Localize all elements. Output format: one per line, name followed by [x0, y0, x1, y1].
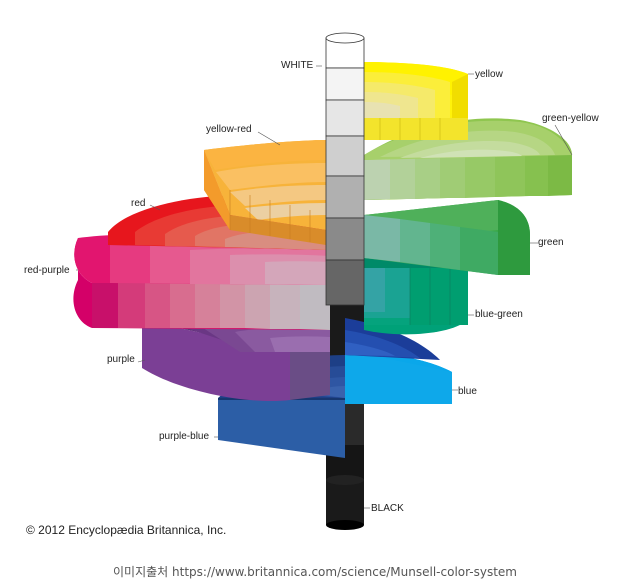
- hue-slice-blue-green: [364, 250, 468, 335]
- hue-slice-green-yellow: [364, 118, 572, 200]
- hue-slice-red-purple: [73, 233, 330, 330]
- copyright-notice: © 2012 Encyclopædia Britannica, Inc.: [26, 523, 227, 537]
- label-red: red: [131, 198, 146, 209]
- label-green: green: [538, 237, 564, 248]
- label-leader-lines: [76, 65, 573, 509]
- label-blue-green: blue-green: [475, 309, 523, 320]
- label-green-yellow: green-yellow: [542, 113, 599, 124]
- label-purple: purple: [107, 354, 135, 365]
- label-yellow: yellow: [475, 69, 503, 80]
- hue-slice-yellow-red: [204, 140, 326, 245]
- label-white: WHITE: [281, 60, 314, 71]
- label-purple-blue: purple-blue: [159, 431, 210, 442]
- hue-slice-green: [364, 200, 530, 275]
- value-axis: [325, 32, 365, 306]
- label-red-purple: red-purple: [24, 265, 70, 276]
- label-blue: blue: [458, 386, 477, 397]
- label-yellow-red: yellow-red: [206, 124, 252, 135]
- hue-slice-blue: [345, 318, 452, 404]
- hue-slice-yellow: [364, 62, 468, 140]
- label-black: BLACK: [371, 503, 404, 514]
- image-source-caption: 이미지출처 https://www.britannica.com/science…: [113, 565, 517, 579]
